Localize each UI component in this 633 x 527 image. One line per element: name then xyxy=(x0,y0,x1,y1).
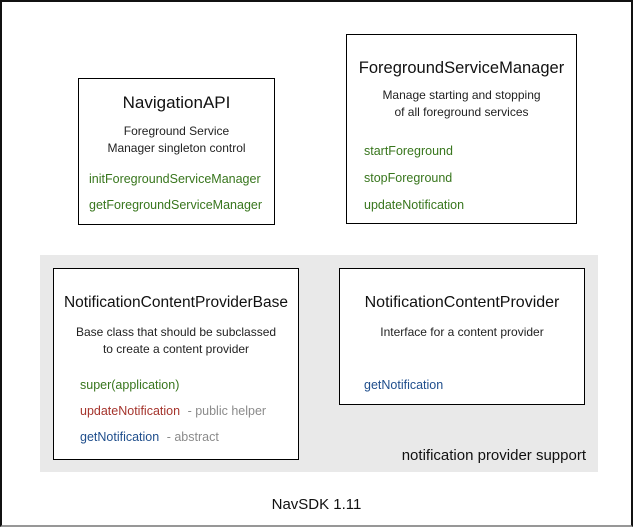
diagram-caption: NavSDK 1.11 xyxy=(271,496,362,513)
foreground-service-manager-box: ForegroundServiceManager Manage starting… xyxy=(346,34,577,224)
method-get-notification: getNotification xyxy=(364,377,584,394)
navigation-api-methods: initForegroundServiceManager getForegrou… xyxy=(79,171,274,214)
method-get-foreground-service-manager: getForegroundServiceManager xyxy=(89,198,263,212)
notification-content-provider-description: Interface for a content provider xyxy=(340,324,584,341)
description-line: Manage starting and stopping xyxy=(382,88,541,102)
method-get-notification: getNotification - abstract xyxy=(80,429,298,446)
notification-content-provider-methods: getNotification xyxy=(340,377,584,394)
notification-content-provider-base-box: NotificationContentProviderBase Base cla… xyxy=(53,268,299,460)
method-init-foreground-service-manager: initForegroundServiceManager xyxy=(89,172,261,186)
description-line: Manager singleton control xyxy=(107,141,246,155)
notification-content-provider-base-description: Base class that should be subclassed to … xyxy=(54,324,298,357)
method-annotation: - public helper xyxy=(187,404,267,418)
method-update-notification: updateNotification - public helper xyxy=(80,403,298,420)
method-stop-foreground: stopForeground xyxy=(364,171,453,185)
navigation-api-box: NavigationAPI Foreground Service Manager… xyxy=(78,78,275,225)
method-name: getNotification xyxy=(80,430,160,444)
method-start-foreground: startForeground xyxy=(364,144,453,158)
description-line: Interface for a content provider xyxy=(380,325,544,339)
notification-provider-support-group: NotificationContentProviderBase Base cla… xyxy=(40,255,598,472)
description-line: Base class that should be subclassed xyxy=(75,325,277,339)
navigation-api-title: NavigationAPI xyxy=(122,93,231,112)
method-update-notification: updateNotification xyxy=(364,198,465,212)
notification-content-provider-base-methods: super(application) updateNotification - … xyxy=(54,377,298,446)
group-label: notification provider support xyxy=(401,447,586,464)
method-name: super(application) xyxy=(80,378,180,392)
method-name: getNotification xyxy=(364,377,444,392)
method-annotation: - abstract xyxy=(166,430,219,444)
method-super-application: super(application) xyxy=(80,377,298,394)
description-line: of all foreground services xyxy=(394,105,529,119)
navigation-api-description: Foreground Service Manager singleton con… xyxy=(79,123,274,157)
method-name: updateNotification xyxy=(80,404,181,418)
notification-content-provider-base-title: NotificationContentProviderBase xyxy=(63,294,288,311)
notification-content-provider-box: NotificationContentProvider Interface fo… xyxy=(339,268,585,405)
foreground-service-manager-methods: startForeground stopForeground updateNot… xyxy=(347,143,576,214)
description-line: Foreground Service xyxy=(123,124,230,138)
foreground-service-manager-description: Manage starting and stopping of all fore… xyxy=(347,87,576,121)
description-line: to create a content provider xyxy=(102,341,250,356)
foreground-service-manager-title: ForegroundServiceManager xyxy=(358,59,565,77)
notification-content-provider-title: NotificationContentProvider xyxy=(364,294,560,311)
